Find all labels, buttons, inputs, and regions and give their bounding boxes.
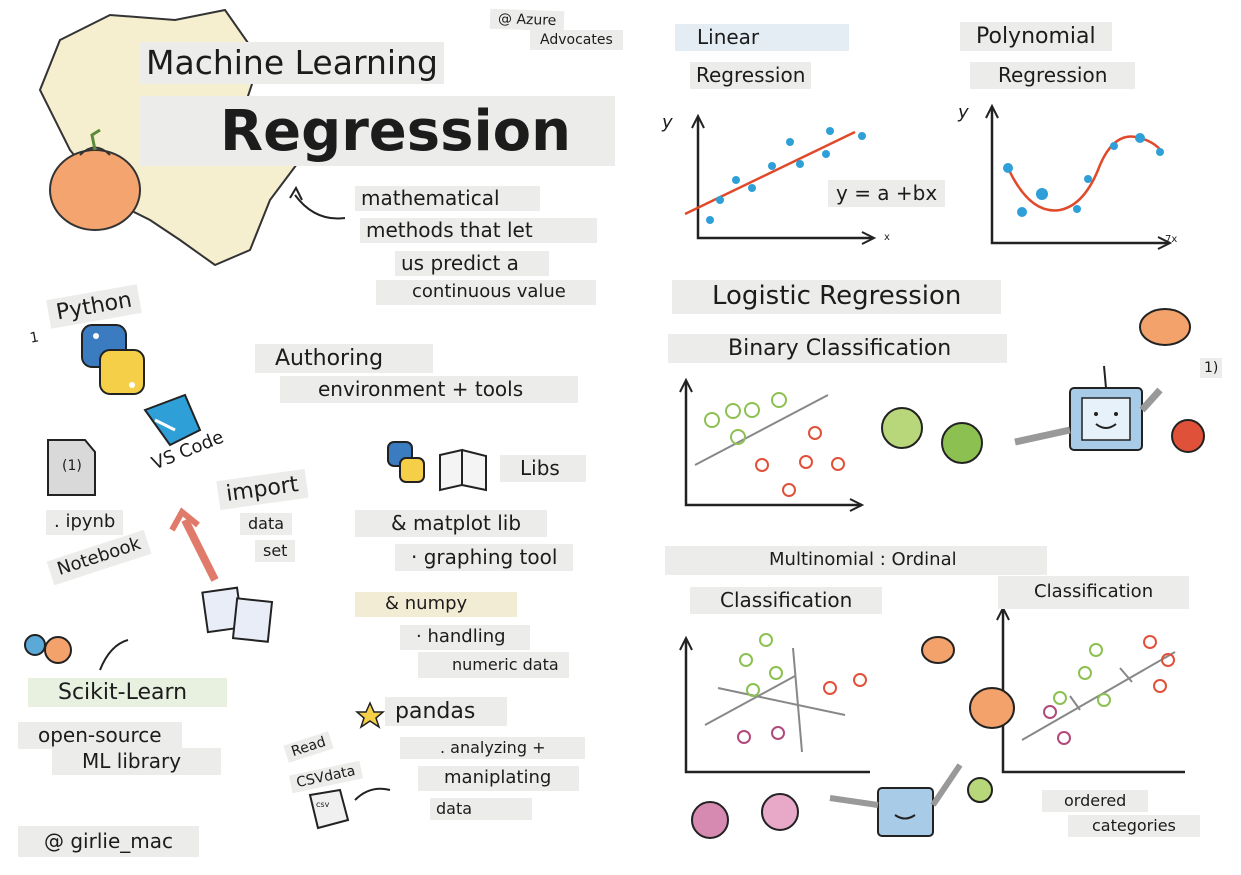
green-apple-icon [881,407,923,449]
star-icon [354,701,386,729]
notebook-file-icon [47,439,96,496]
arrow-doodle [294,194,346,220]
dataset-cards-icon [201,586,274,643]
linear-chart [684,113,877,245]
polynomial-y-axis: y [958,102,969,123]
python-logo-icon [81,324,145,395]
definition-line-3: us predict a [395,251,549,276]
scikit-title: Scikit-Learn [28,678,228,708]
azure-credit-at: @ Azure [489,8,565,32]
polynomial-title-1: Polynomial [960,22,1112,52]
pandas-desc-1: . analyzing + [400,737,586,760]
dataset-line-1: data [240,513,293,536]
pandas-desc-3: data [430,798,533,821]
libs-title: Libs [500,455,586,482]
binary-chart [679,377,865,512]
notebook-ext: . ipynb [46,510,124,535]
pumpkin-icon [49,128,141,231]
ordinal-classification: Classification [998,576,1190,609]
linear-y-axis: y [662,112,673,133]
robot-icon [1014,365,1163,451]
ordered-line-2: categories [1068,815,1200,838]
linear-title-1: Linear [675,24,850,51]
page-title: Regression [140,96,615,167]
linear-title-2: Regression [690,62,812,89]
book-icon [439,448,487,492]
polynomial-chart [985,103,1173,250]
logistic-title: Logistic Regression [672,280,1002,314]
ordered-line-1: ordered [1042,790,1149,813]
scikit-logo-icon [24,634,46,656]
python-lib-icon [387,441,425,483]
ordinal-chart [996,605,1185,774]
polynomial-x-axis: 7x [1165,234,1178,245]
csv-file-icon [308,788,350,830]
numpy-desc-1: · handling [400,625,530,650]
grapes-icon [691,801,729,839]
scikit-sub-2: ML library [52,748,222,775]
matplotlib-label: & matplot lib [355,510,548,537]
numpy-label: & numpy [355,592,518,617]
authoring-subtitle: environment + tools [280,376,579,403]
linear-formula: y = a +bx [828,180,946,207]
definition-line-1: mathematical [355,186,540,211]
binary-note: 1) [1200,358,1223,379]
linear-x-axis: x [884,232,890,243]
multinomial-classification: Classification [690,587,883,614]
dataset-line-2: set [255,540,296,563]
page-subtitle: Machine Learning [140,42,444,84]
matplotlib-desc: · graphing tool [395,544,574,571]
vscode-logo-icon [143,393,202,447]
author-credit: @ girlie_mac [18,826,199,857]
csv-icon-text: csv [316,800,330,809]
multinomial-chart [679,633,870,774]
scikit-sub-1: open-source [18,722,182,749]
polynomial-title-2: Regression [970,62,1136,89]
pandas-label: pandas [385,697,508,727]
binary-title: Binary Classification [668,334,1008,364]
robot-icon-2 [829,763,963,837]
pandas-desc-2: maniplating [418,766,580,791]
definition-line-2: methods that let [360,218,597,243]
azure-credit-name: Advocates [530,30,623,51]
definition-line-4: continuous value [376,280,596,305]
pumpkin-small-icon [1139,308,1191,346]
numpy-desc-2: numeric data [418,652,569,679]
multinomial-title: Multinomial : Ordinal [665,546,1047,575]
import-arrow [181,518,219,582]
authoring-title: Authoring [255,344,434,374]
notebook-icon-text: (1) [62,458,82,474]
